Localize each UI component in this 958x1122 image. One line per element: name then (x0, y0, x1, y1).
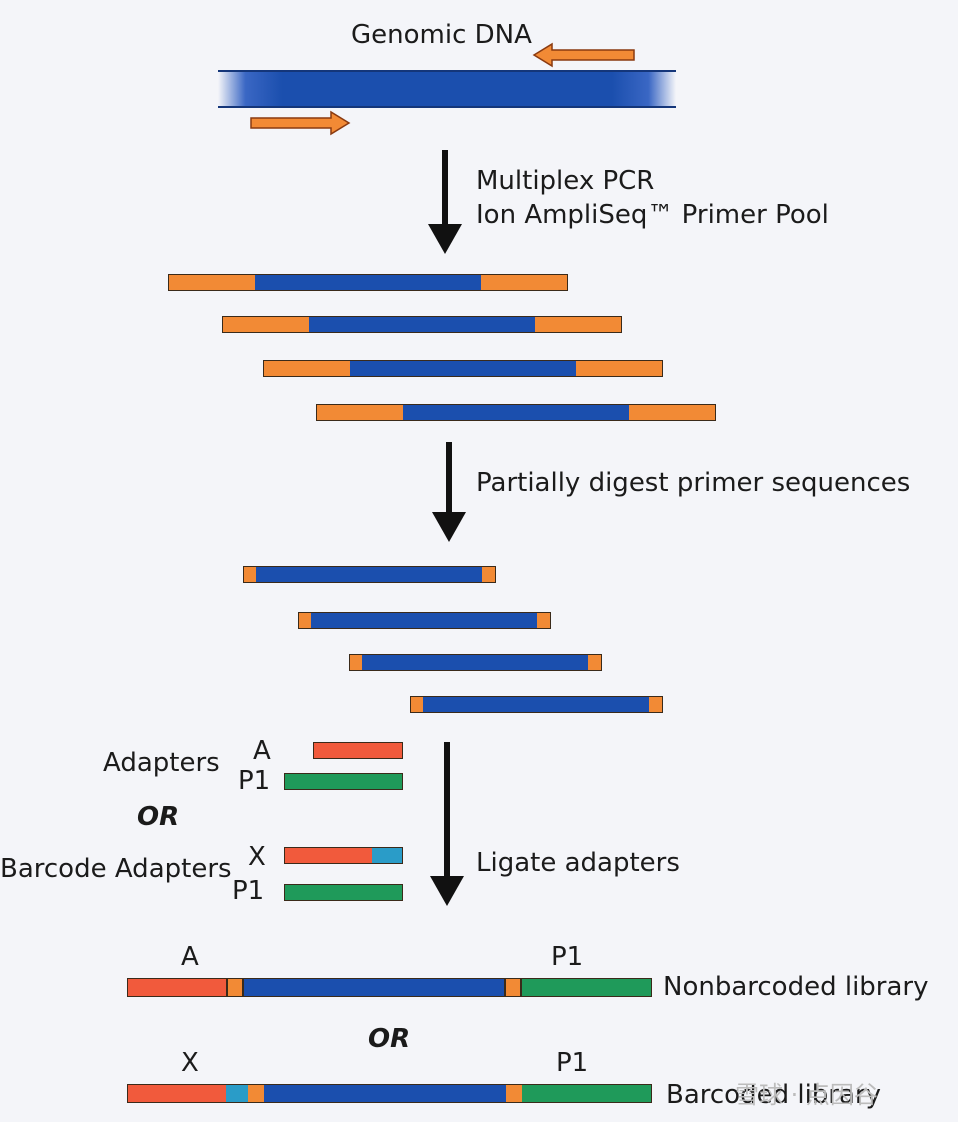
adapter-p1-label: P1 (238, 766, 271, 796)
step3-arrow-head (430, 876, 464, 906)
adapter-p1-b-label: P1 (232, 876, 265, 906)
or-label-2: OR (368, 1024, 411, 1054)
amplicon-3 (263, 360, 663, 377)
adapter-x-bar (284, 847, 403, 864)
digested-amplicon-1 (243, 566, 496, 583)
digested-amplicon-2 (298, 612, 551, 629)
digested-amplicon-4 (410, 696, 663, 713)
step3-label: Ligate adapters (476, 848, 680, 878)
lib2-left-label: X (181, 1048, 199, 1078)
adapter-a-label: A (253, 736, 271, 766)
reverse-primer-arrow (532, 42, 635, 68)
forward-primer-arrow (250, 110, 351, 136)
lib2-right-label: P1 (556, 1048, 589, 1078)
barcoded-library-bar (127, 1084, 652, 1103)
lib1-right-label: P1 (551, 942, 584, 972)
lib1-left-label: A (181, 942, 199, 972)
barcode-adapters-label: Barcode Adapters (0, 854, 232, 884)
genomic-dna-label: Genomic DNA (351, 20, 532, 50)
step1-label-line2: Ion AmpliSeq™ Primer Pool (476, 200, 829, 230)
step2-label: Partially digest primer sequences (476, 468, 911, 498)
adapter-p1-bar (284, 773, 403, 790)
adapter-p1-b-bar (284, 884, 403, 901)
nonbarcoded-library-label: Nonbarcoded library (663, 972, 929, 1002)
or-label-1: OR (137, 802, 180, 832)
digested-amplicon-3 (349, 654, 602, 671)
watermark: 雪球 · 点因谷 (735, 1081, 878, 1109)
step3-arrow-shaft (444, 742, 450, 882)
genomic-dna-strand (218, 70, 676, 108)
adapters-label: Adapters (103, 748, 220, 778)
amplicon-4 (316, 404, 716, 421)
barcoded-library-label: Barcoded library (666, 1080, 882, 1110)
adapter-a-bar (313, 742, 403, 759)
adapter-x-label: X (248, 842, 266, 872)
nonbarcoded-library-bar (127, 978, 652, 997)
amplicon-1 (168, 274, 568, 291)
step2-arrow-head (432, 512, 466, 542)
step2-arrow-shaft (446, 442, 452, 516)
step1-arrow-head (428, 224, 462, 254)
amplicon-2 (222, 316, 622, 333)
step1-label-line1: Multiplex PCR (476, 166, 655, 196)
step1-arrow-shaft (442, 150, 448, 228)
